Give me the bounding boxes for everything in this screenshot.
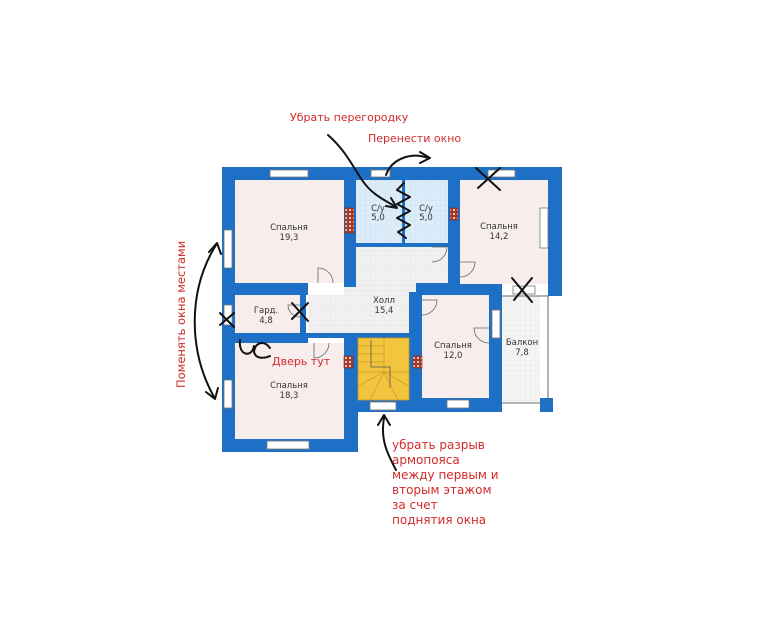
window-south-bedroom-sw <box>266 440 310 450</box>
door-bedroom-sw <box>313 342 330 359</box>
zigzag-stroke <box>396 182 411 239</box>
arrow-head <box>205 387 219 400</box>
arrow-head <box>208 242 222 255</box>
chimney-vents <box>343 207 459 369</box>
window-east-bedroom-ne <box>539 207 549 249</box>
remove-gap-arrow <box>382 417 397 471</box>
arrow-head <box>419 151 431 164</box>
room-name: Спальня <box>480 222 518 232</box>
room-name: С/у <box>419 204 433 214</box>
door-bedroom-center <box>421 299 438 316</box>
arrow-head <box>385 197 398 209</box>
partition-arrow-stroke <box>327 134 397 208</box>
bedroom-center-floor <box>422 295 489 398</box>
balcony-floor <box>502 296 540 402</box>
annotation-swap-windows: Поменять окна местами <box>174 240 188 388</box>
annotation-remove-partition: Убрать перегородку <box>290 111 409 124</box>
window-south-bedroom-center <box>446 399 470 409</box>
cross-mark <box>219 312 235 328</box>
cross-mark <box>291 302 309 322</box>
room-name: Спальня <box>270 381 308 391</box>
bedroom-sw-floor <box>235 343 344 439</box>
annotation-door-here: Дверь тут <box>272 355 331 368</box>
hall-floor <box>308 247 448 333</box>
door-bedroom-ne <box>459 261 476 278</box>
room-name: С/у <box>371 204 385 214</box>
window-west-bedroom-nw <box>223 229 233 269</box>
room-area: 7,8 <box>515 348 529 358</box>
bathroom-left-floor <box>356 180 402 243</box>
bedroom-nw-floor <box>235 180 344 283</box>
window-south-stair <box>369 401 397 411</box>
window-north-bedroom-ne <box>487 169 516 178</box>
arrow-head <box>377 414 391 426</box>
note-line: между первым и <box>392 468 499 482</box>
doors <box>287 246 490 359</box>
cross-mark <box>475 167 501 191</box>
room-area: 5,0 <box>419 213 433 223</box>
door-balcony <box>473 327 490 344</box>
window-balcony-door <box>512 285 536 295</box>
room-area: 5,0 <box>371 213 385 223</box>
window-north-bathroom <box>370 169 391 178</box>
room-name: Спальня <box>270 223 308 233</box>
room-area: 15,4 <box>375 306 394 316</box>
door-bathroom <box>431 246 448 263</box>
door-here-arrow <box>238 339 255 355</box>
door-bedroom-nw <box>317 267 334 284</box>
window-north-bedroom-nw <box>269 169 309 178</box>
room-area: 18,3 <box>280 391 299 401</box>
note-line: за счет <box>392 498 438 512</box>
door-wardrobe <box>287 304 301 318</box>
room-area: 12,0 <box>444 351 463 361</box>
sketch-annotations <box>193 134 533 471</box>
room-name: Гард. <box>254 306 278 316</box>
note-line: армопояса <box>392 453 460 467</box>
door-here-pointer <box>253 342 271 359</box>
window-west-bedroom-sw <box>223 379 233 409</box>
room-name: Спальня <box>434 341 472 351</box>
room-area: 14,2 <box>490 232 509 242</box>
annotation-move-window: Перенести окно <box>368 132 462 145</box>
room-area: 19,3 <box>280 233 299 243</box>
note-line: поднятия окна <box>392 513 487 527</box>
room-area: 4,8 <box>259 316 273 326</box>
wardrobe-floor <box>235 295 300 333</box>
window-east-bedroom-center <box>491 309 501 339</box>
cross-mark <box>511 277 533 303</box>
windows <box>223 169 549 450</box>
room-name: Балкон <box>506 338 538 348</box>
room-labels: Спальня 19,3 С/у 5,0 С/у 5,0 Спальня 14,… <box>254 204 538 401</box>
room-name: Холл <box>373 296 395 306</box>
note-line: вторым этажом <box>392 483 492 497</box>
annotation-remove-gap: убрать разрыв армопояса между первым и в… <box>392 438 532 528</box>
bathroom-right-floor <box>405 180 448 243</box>
move-window-arrow <box>385 154 429 176</box>
note-line: убрать разрыв <box>392 438 485 452</box>
swap-arrow-stroke <box>193 244 217 398</box>
staircase <box>357 337 410 401</box>
